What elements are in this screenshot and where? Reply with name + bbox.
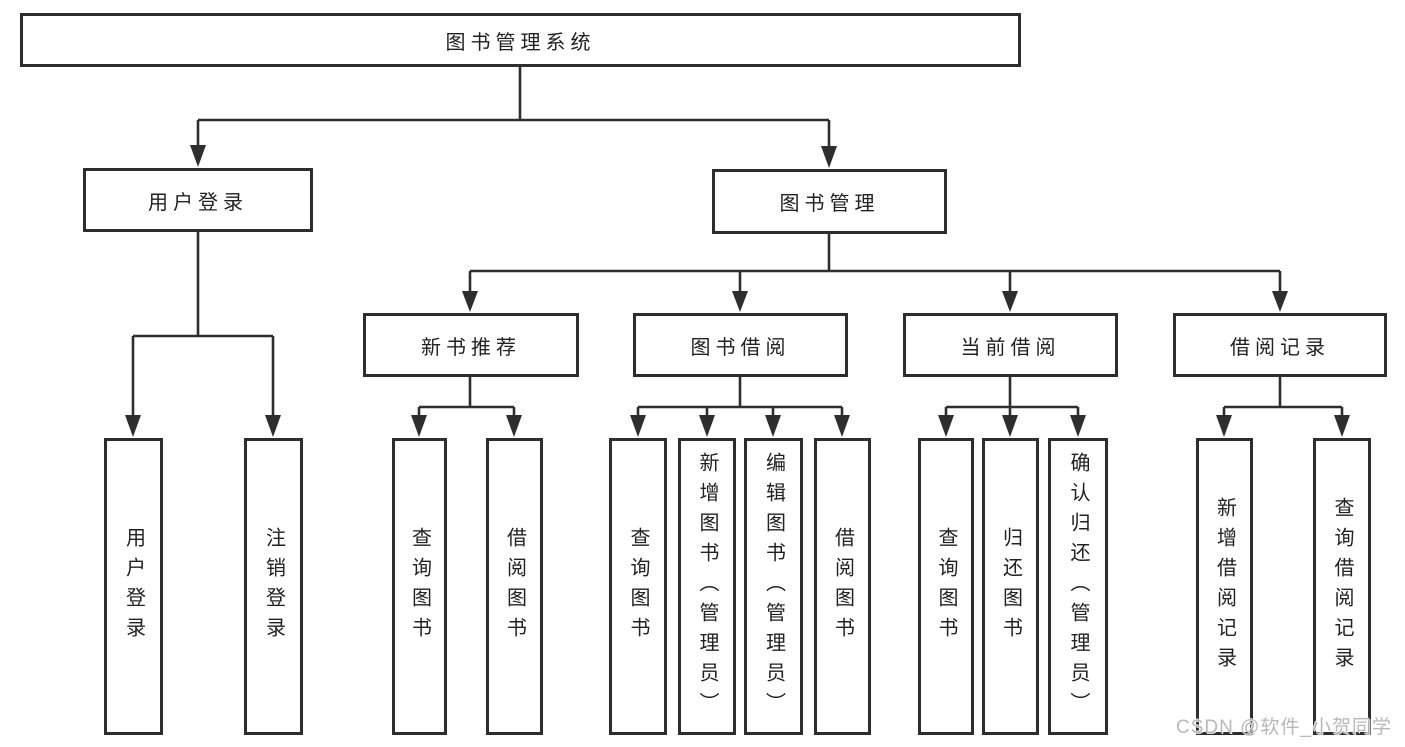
leaf-confirm-return-admin: 确认归还（管理员） [1048, 438, 1108, 735]
node-book-management-label: 图书管理 [779, 193, 880, 215]
node-book-borrow-label: 图书借阅 [690, 336, 791, 359]
leaf-query-book-current-label: 查询图书 [935, 526, 957, 647]
leaf-borrow-book-recommend: 借阅图书 [486, 438, 543, 735]
leaf-logout: 注销登录 [244, 438, 303, 735]
leaf-return-book: 归还图书 [982, 438, 1039, 735]
leaf-edit-book-admin-label: 编辑图书（管理员） [762, 451, 785, 722]
node-book-borrow: 图书借阅 [633, 313, 848, 377]
node-borrow-records-label: 借阅记录 [1230, 336, 1330, 359]
node-new-book-recommend: 新书推荐 [363, 313, 579, 377]
leaf-query-book-current: 查询图书 [918, 438, 974, 735]
leaf-query-book-recommend: 查询图书 [392, 438, 447, 735]
node-book-management: 图书管理 [712, 169, 947, 234]
leaf-add-borrow-record: 新增借阅记录 [1196, 438, 1253, 735]
leaf-query-book-borrow-label: 查询图书 [627, 526, 649, 647]
csdn-watermark: CSDN @软件_小贺同学 [1176, 717, 1392, 738]
node-user-login-label: 用户登录 [148, 191, 248, 214]
node-current-borrow-label: 当前借阅 [960, 336, 1061, 359]
leaf-query-borrow-record: 查询借阅记录 [1313, 438, 1371, 735]
leaf-query-book-borrow: 查询图书 [609, 438, 667, 735]
leaf-confirm-return-admin-label: 确认归还（管理员） [1067, 451, 1089, 722]
leaf-edit-book-admin: 编辑图书（管理员） [744, 438, 803, 735]
node-root-system: 图书管理系统 [20, 13, 1021, 67]
node-root-system-label: 图书管理系统 [445, 31, 596, 54]
leaf-logout-label: 注销登录 [262, 526, 285, 647]
leaf-query-book-recommend-label: 查询图书 [408, 526, 431, 647]
node-user-login: 用户登录 [83, 168, 313, 232]
leaf-add-book-admin-label: 新增图书（管理员） [696, 451, 718, 722]
leaf-return-book-label: 归还图书 [999, 526, 1022, 647]
leaf-borrow-book-borrow: 借阅图书 [814, 438, 871, 735]
node-new-book-recommend-label: 新书推荐 [421, 336, 521, 359]
leaf-query-borrow-record-label: 查询借阅记录 [1331, 496, 1353, 677]
leaf-borrow-book-borrow-label: 借阅图书 [831, 526, 854, 647]
leaf-add-book-admin: 新增图书（管理员） [678, 438, 736, 735]
leaf-add-borrow-record-label: 新增借阅记录 [1213, 496, 1236, 677]
node-current-borrow: 当前借阅 [903, 313, 1118, 377]
leaf-user-login-label: 用户登录 [122, 526, 145, 647]
leaf-borrow-book-recommend-label: 借阅图书 [503, 526, 526, 647]
node-borrow-records: 借阅记录 [1173, 313, 1387, 377]
leaf-user-login: 用户登录 [104, 438, 163, 735]
